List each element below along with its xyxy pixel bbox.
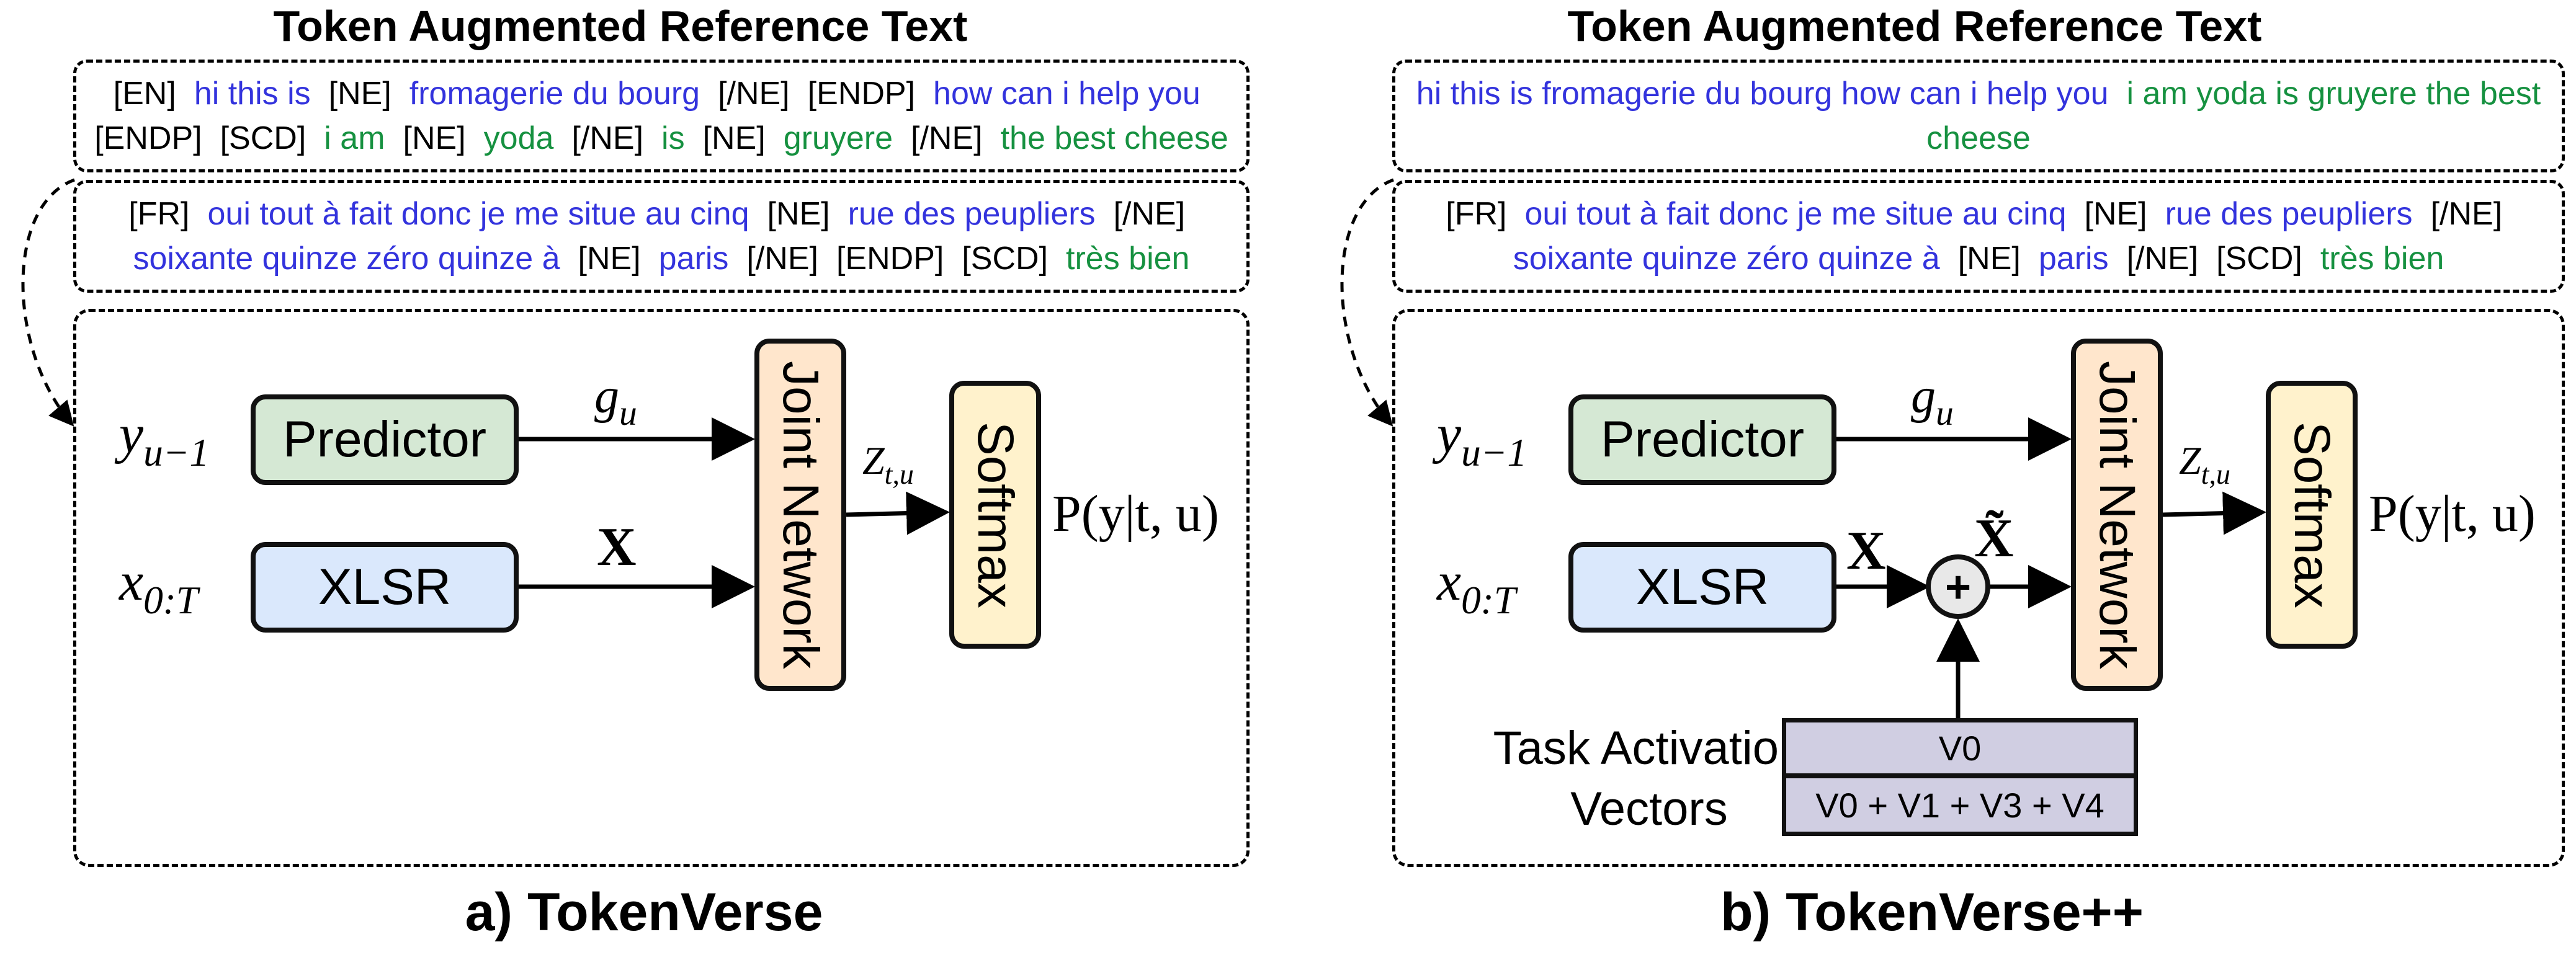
panel-caption: b) TokenVerse++ — [1720, 882, 2144, 942]
xlsr-block: XLSR — [1568, 542, 1836, 633]
transcript-text: yoda — [483, 120, 554, 156]
connector-arrows: + — [1340, 178, 2266, 718]
panel-title: Token Augmented Reference Text — [273, 2, 968, 50]
special-token: [NE] — [328, 76, 391, 112]
special-token: [NE] — [1957, 241, 2021, 277]
special-token: [/NE] — [2126, 241, 2199, 277]
special-token: [FR] — [1446, 196, 1507, 232]
special-token: [NE] — [578, 241, 641, 277]
x-tilde-label: X̃ — [1974, 509, 2014, 569]
special-token: [/NE] — [718, 76, 790, 112]
panel-tokenverse: Token Augmented Reference Text [EN] hi t… — [21, 2, 1250, 942]
transcript-text: hi this is fromagerie du bourg how can i… — [1416, 76, 2109, 112]
connector-arrows — [21, 178, 950, 608]
special-token: [/NE] — [571, 120, 644, 156]
transcript-text: how can i help you — [933, 76, 1201, 112]
model-diagram-box — [73, 309, 1250, 867]
g-label: gu — [1911, 369, 1954, 433]
special-token: [SCD] — [2216, 241, 2302, 277]
transcript-text: the best cheese — [1000, 120, 1228, 156]
special-token: [/NE] — [2430, 196, 2503, 232]
token-sequence: [FR] oui tout à fait donc je me situe au… — [87, 192, 1235, 281]
transcript-text: oui tout à fait donc je me situe au cinq — [1524, 196, 2067, 232]
joint-network-label: Joint Network — [772, 360, 829, 669]
reference-text-french: [FR] oui tout à fait donc je me situe au… — [1392, 180, 2565, 293]
special-token: [ENDP] — [807, 76, 916, 112]
z-arrow — [846, 491, 950, 535]
transcript-text: très bien — [1066, 241, 1190, 277]
input-x-label: x0:T — [1437, 552, 1516, 623]
reference-text-english: hi this is fromagerie du bourg how can i… — [1392, 60, 2565, 172]
plus-node — [1926, 554, 1990, 619]
special-token: [EN] — [113, 76, 176, 112]
softmax-block: Softmax — [949, 381, 1041, 649]
x-feature-label: X — [597, 517, 637, 577]
task-activation-vectors-label: Task Activation Vectors — [1493, 722, 1805, 835]
reference-text-english: [EN] hi this is [NE] fromagerie du bourg… — [73, 60, 1250, 172]
x-feature-label: X — [1846, 521, 1886, 581]
output-label: P(y|t, u) — [1052, 485, 1219, 543]
task-vector-row-single: V0 — [1782, 718, 2138, 778]
z-label: Zt,u — [862, 438, 914, 491]
transcript-text: oui tout à fait donc je me situe au cinq — [207, 196, 749, 232]
special-token: [/NE] — [746, 241, 818, 277]
special-token: [SCD] — [220, 120, 306, 156]
joint-network-block: Joint Network — [754, 339, 846, 691]
text-to-model-arrow — [21, 178, 75, 427]
transcript-text: paris — [658, 241, 729, 277]
predictor-block: Predictor — [1568, 394, 1836, 485]
special-token: [NE] — [2084, 196, 2147, 232]
transcript-text: soixante quinze zéro quinze à — [133, 241, 560, 277]
z-label: Zt,u — [2179, 438, 2230, 491]
transcript-text: rue des peupliers — [847, 196, 1096, 232]
token-sequence: [EN] hi this is [NE] fromagerie du bourg… — [87, 71, 1235, 161]
special-token: [SCD] — [962, 241, 1049, 277]
panel-caption: a) TokenVerse — [465, 882, 823, 942]
input-y-label: yu−1 — [1437, 404, 1527, 475]
panel-tokenverse-plus: Token Augmented Reference Text hi this i… — [1288, 0, 2576, 960]
panel-title: Token Augmented Reference Text — [1567, 2, 2262, 50]
input-x-label: x0:T — [119, 552, 199, 623]
token-sequence: [FR] oui tout à fait donc je me situe au… — [1407, 192, 2551, 281]
special-token: [FR] — [128, 196, 190, 232]
model-diagram-box — [1392, 309, 2565, 867]
softmax-label: Softmax — [2284, 421, 2340, 608]
joint-network-block: Joint Network — [2071, 339, 2163, 691]
reference-text-french: [FR] oui tout à fait donc je me situe au… — [73, 180, 1250, 293]
softmax-block: Softmax — [2266, 381, 2358, 649]
special-token: [ENDP] — [94, 120, 202, 156]
transcript-text: paris — [2038, 241, 2109, 277]
input-y-label: yu−1 — [119, 404, 210, 475]
task-vector-row-sum: V0 + V1 + V3 + V4 — [1782, 774, 2138, 836]
token-sequence: hi this is fromagerie du bourg how can i… — [1407, 71, 2551, 161]
plus-symbol: + — [1945, 562, 1971, 612]
special-token: [NE] — [403, 120, 466, 156]
z-arrow — [2162, 491, 2266, 535]
special-token: [/NE] — [1113, 196, 1186, 232]
softmax-label: Softmax — [967, 421, 1024, 608]
joint-network-label: Joint Network — [2089, 360, 2145, 669]
output-label: P(y|t, u) — [2369, 485, 2536, 543]
transcript-text: fromagerie du bourg — [409, 76, 700, 112]
special-token: [ENDP] — [836, 241, 944, 277]
transcript-text: i am yoda is gruyere the best cheese — [1926, 76, 2541, 156]
xlsr-block: XLSR — [251, 542, 519, 633]
special-token: [NE] — [767, 196, 830, 232]
transcript-text: i am — [324, 120, 385, 156]
predictor-block: Predictor — [251, 394, 519, 485]
transcript-text: hi this is — [194, 76, 311, 112]
text-to-model-arrow — [1340, 178, 1394, 427]
g-label: gu — [594, 369, 637, 433]
transcript-text: is — [661, 120, 685, 156]
transcript-text: très bien — [2320, 241, 2444, 277]
transcript-text: rue des peupliers — [2165, 196, 2413, 232]
special-token: [/NE] — [911, 120, 983, 156]
special-token: [NE] — [702, 120, 766, 156]
transcript-text: soixante quinze zéro quinze à — [1513, 241, 1940, 277]
transcript-text: gruyere — [783, 120, 893, 156]
